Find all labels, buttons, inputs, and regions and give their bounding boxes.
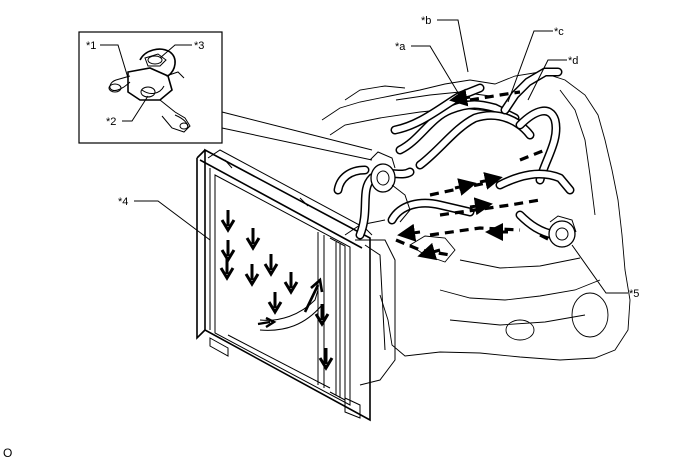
callout-2: *2	[106, 116, 116, 128]
callout-d: *d	[568, 55, 578, 67]
callout-5: *5	[629, 288, 639, 300]
radiator-flow-arrows	[219, 210, 334, 371]
engine-block	[321, 71, 631, 361]
detail-inset	[78, 31, 373, 161]
leader-lines	[100, 19, 628, 294]
water-pump	[548, 215, 577, 248]
callout-c: *c	[554, 26, 564, 38]
coolant-flow-dashes	[395, 88, 561, 261]
callout-a: *a	[395, 41, 406, 53]
footer-code: O	[3, 446, 12, 460]
callout-3: *3	[194, 40, 204, 52]
callout-4: *4	[118, 196, 128, 208]
radiator	[196, 148, 396, 422]
callout-1: *1	[86, 40, 96, 52]
callout-b: *b	[421, 15, 431, 27]
water-outlet-housing	[369, 151, 411, 223]
